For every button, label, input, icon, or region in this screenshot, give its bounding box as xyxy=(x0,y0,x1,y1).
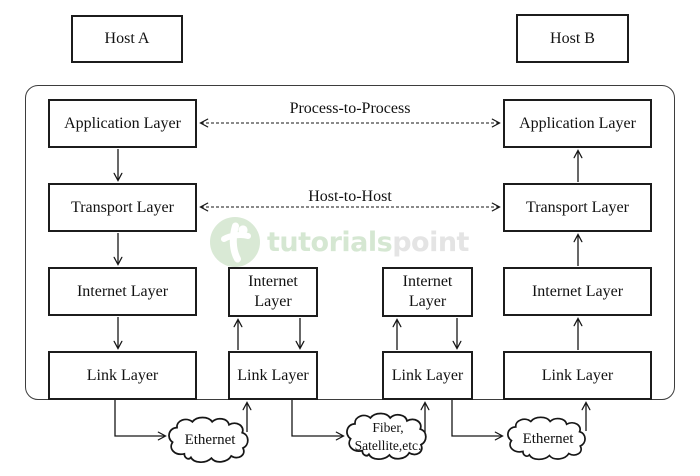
router-left-arrows xyxy=(233,318,305,350)
arrow-routerright-link-to-ethernet-right xyxy=(451,400,504,441)
watermark-text-tutorials: tutorials xyxy=(267,226,393,258)
physical-network-connectors xyxy=(114,400,591,441)
host-a-link-layer-box: Link Layer xyxy=(48,351,197,400)
router-left-internet-layer-box: Internet Layer xyxy=(228,267,318,317)
host-a-box: Host A xyxy=(71,15,183,63)
ethernet-cloud-left xyxy=(168,416,249,464)
router-right-link-layer-box: Link Layer xyxy=(382,351,473,400)
process-to-process-label: Process-to-Process xyxy=(289,100,411,117)
tutorialspoint-logo-icon xyxy=(210,217,260,267)
host-b-link-layer-box: Link Layer xyxy=(503,351,652,400)
tutorialspoint-logo-glyph xyxy=(221,222,251,263)
arrow-routerleft-link-to-fiber xyxy=(291,400,345,441)
ethernet-cloud-left-label: Ethernet xyxy=(184,432,236,448)
fiber-satellite-cloud-label: Fiber, Satellite,etc. xyxy=(340,419,436,455)
host-b-internet-layer-box: Internet Layer xyxy=(503,267,652,316)
host-a-application-layer-box: Application Layer xyxy=(48,99,197,148)
watermark-brand-text: tutorialspoint xyxy=(267,227,469,258)
host-b-box: Host B xyxy=(516,14,629,63)
host-b-transport-layer-box: Transport Layer xyxy=(503,183,652,232)
router-right-arrows xyxy=(392,318,462,350)
fiber-satellite-cloud xyxy=(346,412,427,461)
host-a-internet-layer-box: Internet Layer xyxy=(48,267,197,316)
ethernet-cloud-right xyxy=(507,416,586,461)
watermark-text-point: point xyxy=(392,226,469,258)
router-left-link-layer-box: Link Layer xyxy=(228,351,318,400)
network-clouds xyxy=(168,412,586,464)
host-b-application-layer-box: Application Layer xyxy=(503,99,652,148)
router-right-internet-layer-box: Internet Layer xyxy=(382,267,473,317)
fiber-satellite-cloud-label-line1: Fiber, xyxy=(372,420,404,435)
host-a-transport-layer-box: Transport Layer xyxy=(48,183,197,232)
arrow-hosta-link-to-ethernet-left xyxy=(114,400,167,441)
host-to-host-label: Host-to-Host xyxy=(308,188,392,205)
ethernet-cloud-right-label: Ethernet xyxy=(522,431,574,447)
fiber-satellite-cloud-label-line2: Satellite,etc. xyxy=(354,438,422,454)
tutorialspoint-watermark: tutorialspoint xyxy=(210,216,469,268)
